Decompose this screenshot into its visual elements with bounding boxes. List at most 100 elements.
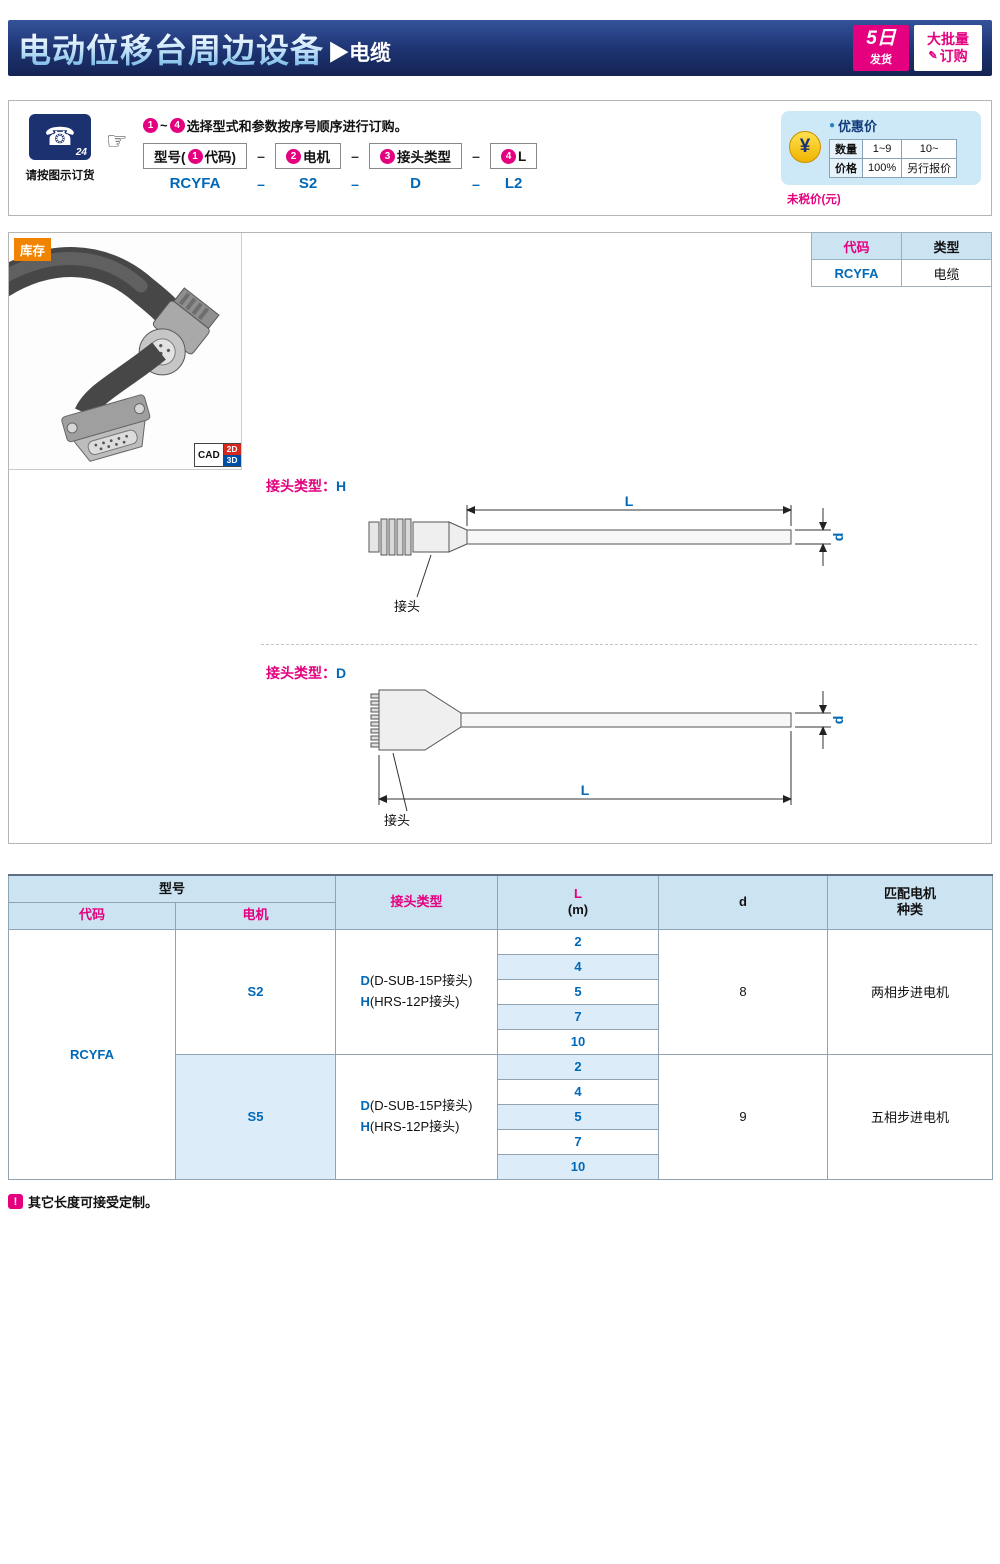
ship-5day-badge: 5日 发货 xyxy=(853,25,909,71)
example-motor: S2 xyxy=(298,175,318,192)
type-value: 电缆 xyxy=(901,259,992,287)
table-row: 7 xyxy=(9,1128,993,1155)
cad-label: CAD xyxy=(195,444,224,466)
tax-note: 未税价(元) xyxy=(787,194,841,206)
phone-24-icon: ☎ 24 xyxy=(29,114,91,160)
table-row: 数量 1~9 10~ xyxy=(829,139,958,159)
example-code: RCYFA xyxy=(169,175,221,192)
separator: – – xyxy=(472,148,480,192)
model-box-motor: 2 电机 xyxy=(275,143,341,169)
price-title: ● 优惠价 xyxy=(829,119,878,134)
d-cell: 8 xyxy=(658,928,829,1055)
connector-type-cell: D(D-SUB-15P接头) H(HRS-12P接头) xyxy=(335,928,499,1055)
phone-order-block: ☎ 24 请按图示订货 xyxy=(21,114,99,183)
separator: – – xyxy=(351,148,359,192)
bulk-order-label: ✎ 订购 xyxy=(928,48,968,64)
product-photo xyxy=(9,233,241,469)
step-4-icon: 4 xyxy=(501,148,516,164)
ordering-instruction: 1 ~ 4 选择型式和参数按序号顺序进行订购。 xyxy=(143,116,408,135)
code-header: 代码 xyxy=(811,232,902,260)
table-row: 代码 类型 xyxy=(811,232,992,260)
model-box-code: 型号( 1 代码) xyxy=(143,143,247,169)
col-header-length: L (m) xyxy=(497,874,660,930)
d-cell: 9 xyxy=(658,1053,829,1180)
length-cell: 10 xyxy=(497,1153,660,1180)
spec-table: 型号 接头类型 L (m) d 匹配电机 种类 代码 电机 RCYFA S2 D… xyxy=(7,874,994,1180)
length-cell: 5 xyxy=(497,1103,660,1130)
footnote-text: 其它长度可接受定制。 xyxy=(28,1195,159,1210)
stock-badge: 库存 xyxy=(14,238,52,261)
price-value-2: 另行报价 xyxy=(901,158,958,178)
footnote: ! 其它长度可接受定制。 xyxy=(8,1192,158,1211)
col-header-model: 型号 xyxy=(7,874,337,903)
model-box-length: 4 L xyxy=(490,143,538,169)
motor-match-cell: 五相步进电机 xyxy=(827,1053,994,1180)
step-1-icon: 1 xyxy=(187,148,203,164)
table-row: 5 xyxy=(9,978,993,1005)
product-section: 库存 xyxy=(8,232,992,844)
col-header-connector-type: 接头类型 xyxy=(335,874,499,930)
connector-type-h-label: 接头类型：H xyxy=(266,478,347,494)
yen-coin-icon: ¥ xyxy=(789,131,821,163)
ordering-section: ☎ 24 请按图示订货 ☞ 1 ~ 4 选择型式和参数按序号顺序进行订购。 型号… xyxy=(8,100,992,216)
motor-cell: S5 xyxy=(174,1053,337,1180)
example-connector: D xyxy=(410,175,421,192)
table-header-row: 型号 接头类型 L (m) d 匹配电机 种类 xyxy=(7,874,994,930)
qty-range-2: 10~ xyxy=(901,139,958,159)
ship-days-label: 5日 xyxy=(866,28,896,49)
type-header: 类型 xyxy=(901,232,992,260)
dim-d-label: d xyxy=(830,716,846,725)
model-column-connector: 3 接头类型 D xyxy=(369,143,462,194)
step-2-icon: 2 xyxy=(286,148,301,164)
page-subtitle: ▶电缆 xyxy=(328,42,391,65)
diagram-connector-h: L d 接头 xyxy=(368,495,846,614)
code-value: RCYFA xyxy=(811,259,902,287)
length-cell: 7 xyxy=(497,1128,660,1155)
motor-cell: S2 xyxy=(174,928,337,1055)
model-number-builder: 型号( 1 代码) RCYFA – – 2 电机 S2 – – 3 接头类型 xyxy=(143,143,538,194)
bulk-label: 大批量 xyxy=(927,31,969,48)
bullet-icon: ● xyxy=(829,120,836,131)
length-cell: 10 xyxy=(497,1028,660,1055)
connector-callout: 接头 xyxy=(394,599,420,614)
note-icon: ! xyxy=(8,1194,23,1209)
example-length: L2 xyxy=(504,175,523,192)
length-cell: 5 xyxy=(497,978,660,1005)
pointing-hand-icon: ☞ xyxy=(106,128,128,155)
length-cell: 4 xyxy=(497,953,660,980)
length-cell: 2 xyxy=(497,928,660,955)
length-cell: 2 xyxy=(497,1053,660,1080)
table-header-row: 代码 电机 xyxy=(8,901,993,930)
pencil-icon: ✎ xyxy=(928,49,938,62)
model-column-motor: 2 电机 S2 xyxy=(275,143,341,194)
price-panel: ¥ ● 优惠价 数量 1~9 10~ 价格 100% 另行报价 xyxy=(781,111,981,185)
connector-type-d-label: 接头类型：D xyxy=(266,665,347,681)
bulk-order-badge: 大批量 ✎ 订购 xyxy=(914,25,982,71)
cad-2d-icon: 2D xyxy=(223,444,241,455)
dim-L-label: L xyxy=(581,782,590,798)
length-cell: 4 xyxy=(497,1078,660,1105)
table-row: RCYFA S2 D(D-SUB-15P接头) H(HRS-12P接头) 2 8… xyxy=(8,928,994,1180)
phone-24-label: 24 xyxy=(75,147,87,158)
divider xyxy=(261,644,977,645)
step-4-icon: 4 xyxy=(169,118,185,133)
diagram-connector-d: d L 接头 xyxy=(370,689,846,828)
phone-order-caption: 请按图示订货 xyxy=(25,170,95,182)
col-header-code: 代码 xyxy=(8,901,176,930)
ship-label: 发货 xyxy=(870,54,892,66)
motor-match-cell: 两相步进电机 xyxy=(827,928,994,1055)
page-title: 电动位移台周边设备 xyxy=(18,24,324,72)
table-row: 价格 100% 另行报价 xyxy=(829,158,958,178)
table-row: 10 xyxy=(9,1028,993,1055)
length-cell: 7 xyxy=(497,1003,660,1030)
price-label: 价格 xyxy=(829,158,863,178)
header-badges: 5日 发货 大批量 ✎ 订购 xyxy=(853,25,982,71)
connector-type-cell: D(D-SUB-15P接头) H(HRS-12P接头) xyxy=(335,1053,499,1180)
product-photo-frame: CAD 2D 3D xyxy=(9,233,242,470)
step-3-icon: 3 xyxy=(380,148,395,164)
instruction-text: 选择型式和参数按序号顺序进行订购。 xyxy=(186,119,408,134)
price-table: 数量 1~9 10~ 价格 100% 另行报价 xyxy=(829,139,958,178)
col-header-motor: 电机 xyxy=(174,901,337,930)
separator: – – xyxy=(257,148,265,192)
qty-range-1: 1~9 xyxy=(861,139,903,159)
